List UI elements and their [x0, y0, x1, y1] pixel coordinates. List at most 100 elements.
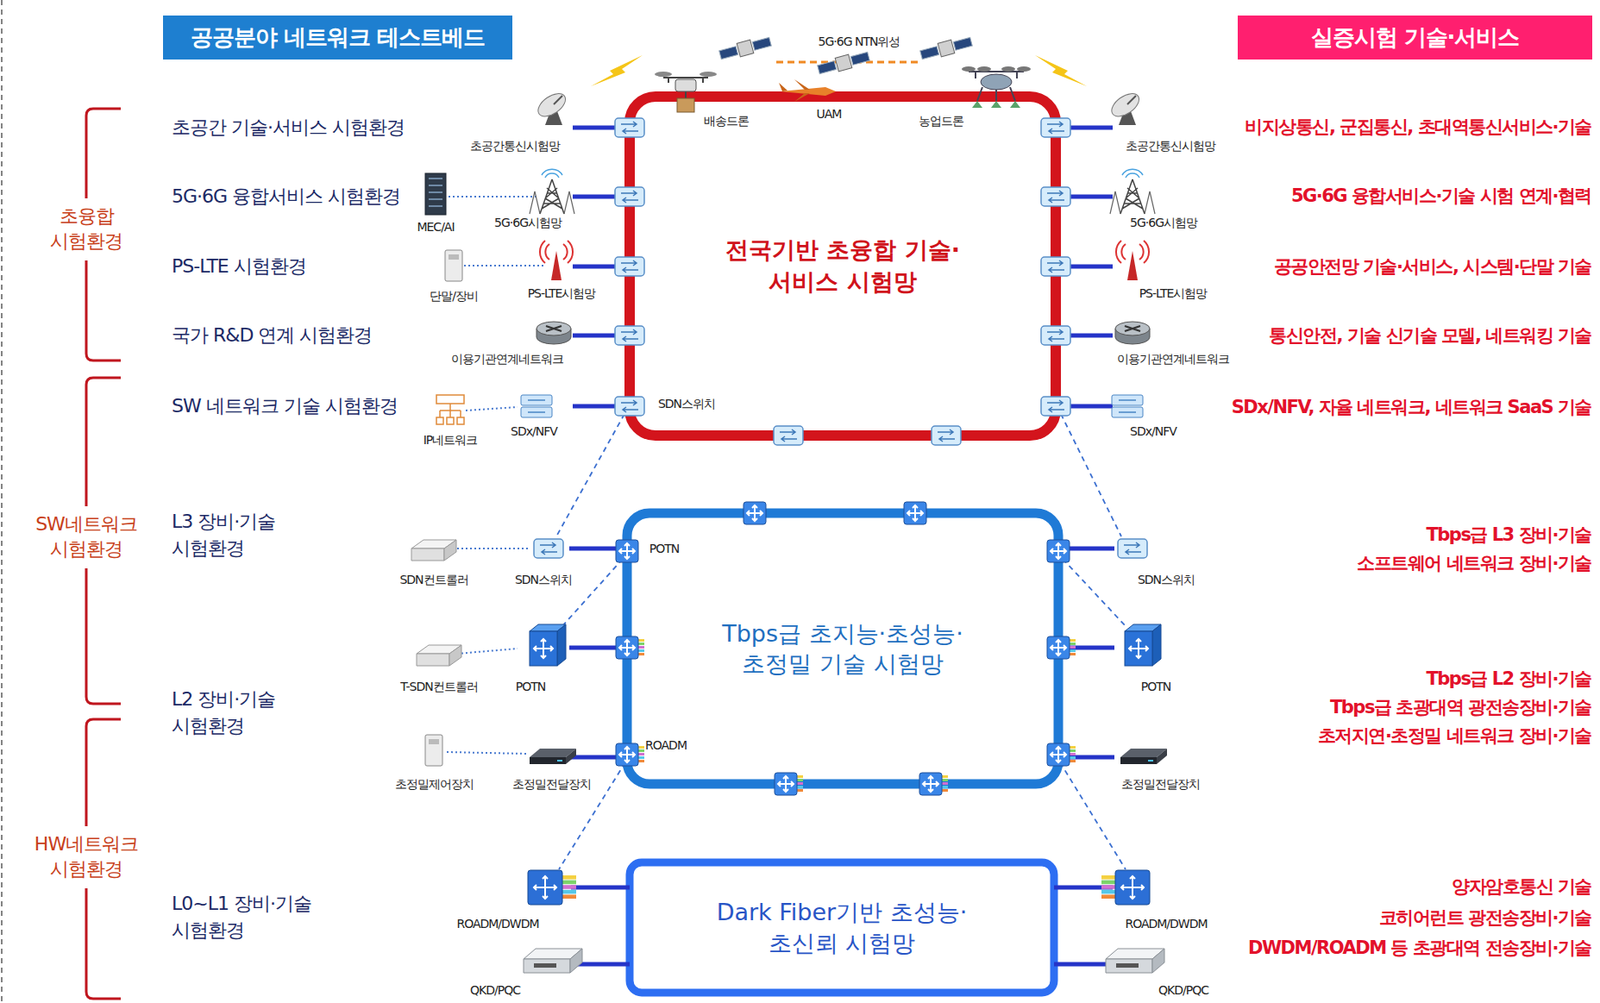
sdx-icon	[520, 395, 553, 418]
potn-icon	[1124, 624, 1161, 666]
bracket-label: HW네트워크 시험환경	[21, 832, 151, 882]
drawing-part	[778, 79, 810, 102]
device-caption: PS-LTE시험망	[527, 286, 597, 302]
drawing-part	[545, 326, 562, 332]
device-caption: QKD/PQC	[1157, 983, 1210, 998]
drawing-part	[931, 426, 961, 446]
drawing-part	[1047, 539, 1070, 563]
side-label: 국가 R&D 연계 시험환경	[171, 324, 372, 347]
network-box: Dark Fiber기반 초성능·초신뢰 시험망	[642, 872, 1042, 983]
drawing-part	[590, 55, 643, 87]
drawing-part	[619, 543, 635, 559]
side-label: 초공간 기술·서비스 시험환경	[171, 116, 405, 139]
device-caption: ROADM/DWDM	[455, 916, 540, 932]
drawing-part	[1041, 257, 1071, 277]
drawing-part	[968, 71, 1024, 101]
router-icon	[1115, 321, 1150, 345]
side-label: L0~L1 장비·기술 시험환경	[171, 890, 345, 945]
service-label: Tbps급 L3 장비·기술	[1426, 524, 1592, 546]
switch-icon	[1117, 539, 1148, 559]
device-caption: SDN스위치	[1136, 572, 1196, 588]
drawing-part	[977, 66, 992, 72]
drawing-part	[428, 177, 443, 180]
drawing-part	[436, 395, 465, 404]
drawing-part	[560, 884, 577, 890]
node-text: Dark Fiber기반 초성능·초신뢰 시험망	[699, 897, 985, 958]
drawing-part	[1047, 121, 1065, 134]
uam-icon	[778, 79, 836, 102]
link-line	[0, 0, 3, 1003]
device-caption: 초정밀전달장치	[1120, 777, 1201, 792]
controller-icon	[411, 539, 457, 561]
drawing-part	[1041, 118, 1071, 138]
device-caption: 5G·6G시험망	[1129, 215, 1199, 231]
switch-icon	[614, 326, 645, 346]
drawing-part	[972, 100, 983, 108]
drawing-part	[1118, 400, 1136, 413]
drawing-part	[980, 74, 1012, 90]
device-caption: 5G·6G시험망	[493, 215, 563, 231]
drawing-part	[1116, 240, 1149, 264]
satellite-icon	[919, 35, 973, 63]
drawing-part	[1107, 88, 1143, 121]
drawing-part	[1035, 55, 1087, 87]
link-line	[446, 752, 528, 754]
drawing-part	[991, 100, 1002, 108]
drawing-part	[907, 505, 923, 521]
drawing-part	[663, 77, 709, 99]
antenna-icon	[1116, 240, 1149, 281]
drawing-part	[621, 190, 639, 203]
drawing-part	[428, 184, 443, 187]
link-line	[448, 195, 537, 198]
device-caption: QKD/PQC	[469, 983, 521, 998]
tower-icon	[1110, 169, 1155, 214]
drawing-part	[903, 501, 927, 525]
service-label: 초저지연·초정밀 네트워크 장비·기술	[1317, 725, 1592, 747]
optical-node	[1047, 636, 1076, 659]
drawing-part	[1010, 100, 1021, 108]
drawing-part	[1105, 959, 1153, 973]
drawing-part	[570, 948, 583, 973]
device-caption: MEC/AI	[415, 219, 455, 235]
transfer-device-icon	[1120, 748, 1168, 765]
drawing-part	[817, 61, 837, 75]
drawing-part	[560, 880, 577, 885]
optical-node	[903, 501, 927, 525]
drawing-part	[1120, 179, 1145, 214]
drawing-part	[1122, 169, 1143, 178]
link-line	[1060, 762, 1126, 870]
drawing-part	[961, 66, 976, 72]
bracket-label: 초융합 시험환경	[21, 204, 151, 254]
side-label: L2 장비·기술 시험환경	[171, 686, 345, 741]
drawing-part	[533, 876, 557, 899]
drawing-part	[551, 250, 562, 281]
drawing-part	[953, 37, 973, 51]
side-label: SW 네트워크 기술 시험환경	[171, 395, 398, 418]
transfer-device-icon	[529, 748, 577, 765]
switch-icon	[614, 187, 645, 207]
drawing-part	[1116, 963, 1139, 968]
device-caption: ROADM/DWDM	[1123, 916, 1208, 932]
drawing-part	[1047, 260, 1065, 273]
service-label: 5G·6G 융합서비스·기술 시험 연계·협력	[1291, 185, 1592, 208]
drawing-part	[1123, 542, 1142, 555]
drawing-part	[627, 513, 1059, 785]
switch-icon	[1041, 326, 1071, 346]
drawing-part	[1047, 743, 1070, 766]
device-caption: POTN	[648, 541, 681, 557]
drawing-part	[1041, 396, 1071, 416]
service-label: DWDM/ROADM 등 초광대역 전송장비·기술	[1248, 937, 1592, 960]
drawing-part	[1120, 757, 1157, 765]
service-label: 공공안전망 기술·서비스, 시스템·단말 기술	[1273, 256, 1592, 278]
drawing-part	[444, 539, 457, 561]
optical-node	[919, 772, 948, 796]
drawing-part	[1047, 190, 1065, 203]
drawing-part	[774, 772, 797, 796]
drawing-part	[619, 640, 635, 656]
optical-node	[743, 501, 766, 525]
drawing-part	[523, 959, 571, 973]
drawing-part	[1041, 187, 1071, 207]
device-caption: 이용기관연계네트워크	[1116, 351, 1230, 367]
device-caption: SDx/NFV	[1129, 424, 1178, 440]
